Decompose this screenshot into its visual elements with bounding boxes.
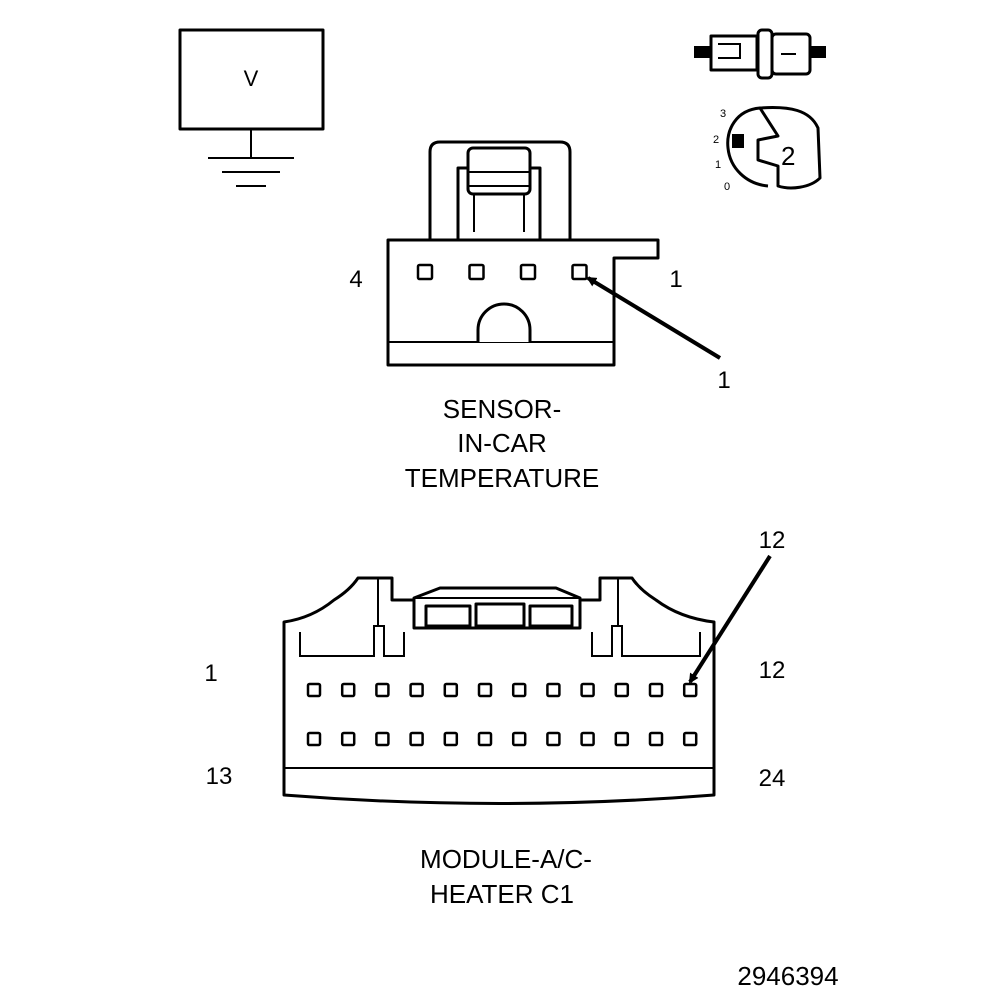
module-pin-cavity bbox=[375, 731, 390, 747]
module-pin-cavity bbox=[614, 731, 630, 747]
module-callout-arrow bbox=[688, 554, 772, 684]
module-pin-cavity bbox=[443, 731, 459, 747]
sensor-pin-cavity bbox=[416, 263, 434, 281]
module-pin-cavity bbox=[340, 682, 356, 698]
module-title-line-1: MODULE-A/C- bbox=[420, 844, 592, 874]
module-title-line-2: HEATER C1 bbox=[430, 879, 574, 909]
module-pin-cavity bbox=[511, 682, 527, 698]
sensor-title-line-2: IN-CAR bbox=[457, 428, 547, 458]
module-pin-cavity bbox=[546, 682, 561, 698]
sensor-connector: 4 1 1 SENSOR- IN-CAR TEMPERATURE bbox=[349, 140, 731, 493]
module-row1-right-label: 12 bbox=[759, 657, 786, 684]
module-pin-cavity bbox=[580, 731, 595, 747]
module-pin-cavity bbox=[648, 682, 664, 698]
module-pin-cavity bbox=[340, 731, 356, 747]
legend-scale-1: 1 bbox=[715, 159, 721, 171]
module-connector: 1 12 13 24 12 MODULE-A/C- HEATER C1 bbox=[204, 527, 785, 909]
sensor-callout-label: 1 bbox=[717, 367, 730, 394]
voltmeter-ground-icon: V bbox=[178, 28, 325, 187]
legend-number: 2 bbox=[781, 141, 795, 171]
legend-scale-2: 2 bbox=[713, 134, 719, 146]
sensor-pin-cavity bbox=[571, 263, 588, 281]
voltmeter-symbol: V bbox=[244, 66, 259, 91]
module-pin-cavity bbox=[682, 731, 698, 747]
sensor-pin-cavity bbox=[468, 263, 485, 281]
module-pin-cavity bbox=[443, 682, 459, 698]
sensor-pin-cavity bbox=[519, 263, 537, 281]
connector-legend-icon: 3 2 1 0 2 bbox=[694, 28, 826, 193]
module-pin-cavity bbox=[375, 682, 390, 698]
module-pin-cavity bbox=[477, 682, 493, 698]
sensor-title-line-1: SENSOR- bbox=[443, 394, 561, 424]
module-pin-cavity bbox=[477, 731, 493, 747]
module-pin-cavity bbox=[648, 731, 664, 747]
legend-scale-3: 3 bbox=[720, 108, 726, 120]
module-pin-cavity bbox=[546, 731, 561, 747]
module-callout-label: 12 bbox=[759, 527, 786, 554]
module-pin-cavity bbox=[306, 682, 322, 698]
module-pin-cavity bbox=[580, 682, 595, 698]
sensor-pin-right-label: 1 bbox=[669, 266, 682, 293]
module-row1-left-label: 1 bbox=[204, 660, 217, 687]
module-pin-cavity bbox=[409, 731, 424, 747]
module-row2-left-label: 13 bbox=[206, 763, 233, 790]
module-pin-cavity bbox=[409, 682, 424, 698]
sensor-title-line-3: TEMPERATURE bbox=[405, 463, 600, 493]
module-pin-cavity bbox=[614, 682, 630, 698]
figure-id: 2946394 bbox=[737, 961, 838, 991]
module-pin-cavity bbox=[511, 731, 527, 747]
sensor-callout-arrow bbox=[586, 276, 722, 360]
module-pin-cavity bbox=[682, 682, 698, 698]
sensor-pin-left-label: 4 bbox=[349, 266, 362, 293]
legend-scale-0: 0 bbox=[724, 181, 730, 193]
module-pin-cavity bbox=[306, 731, 322, 747]
module-row2-right-label: 24 bbox=[759, 765, 786, 792]
